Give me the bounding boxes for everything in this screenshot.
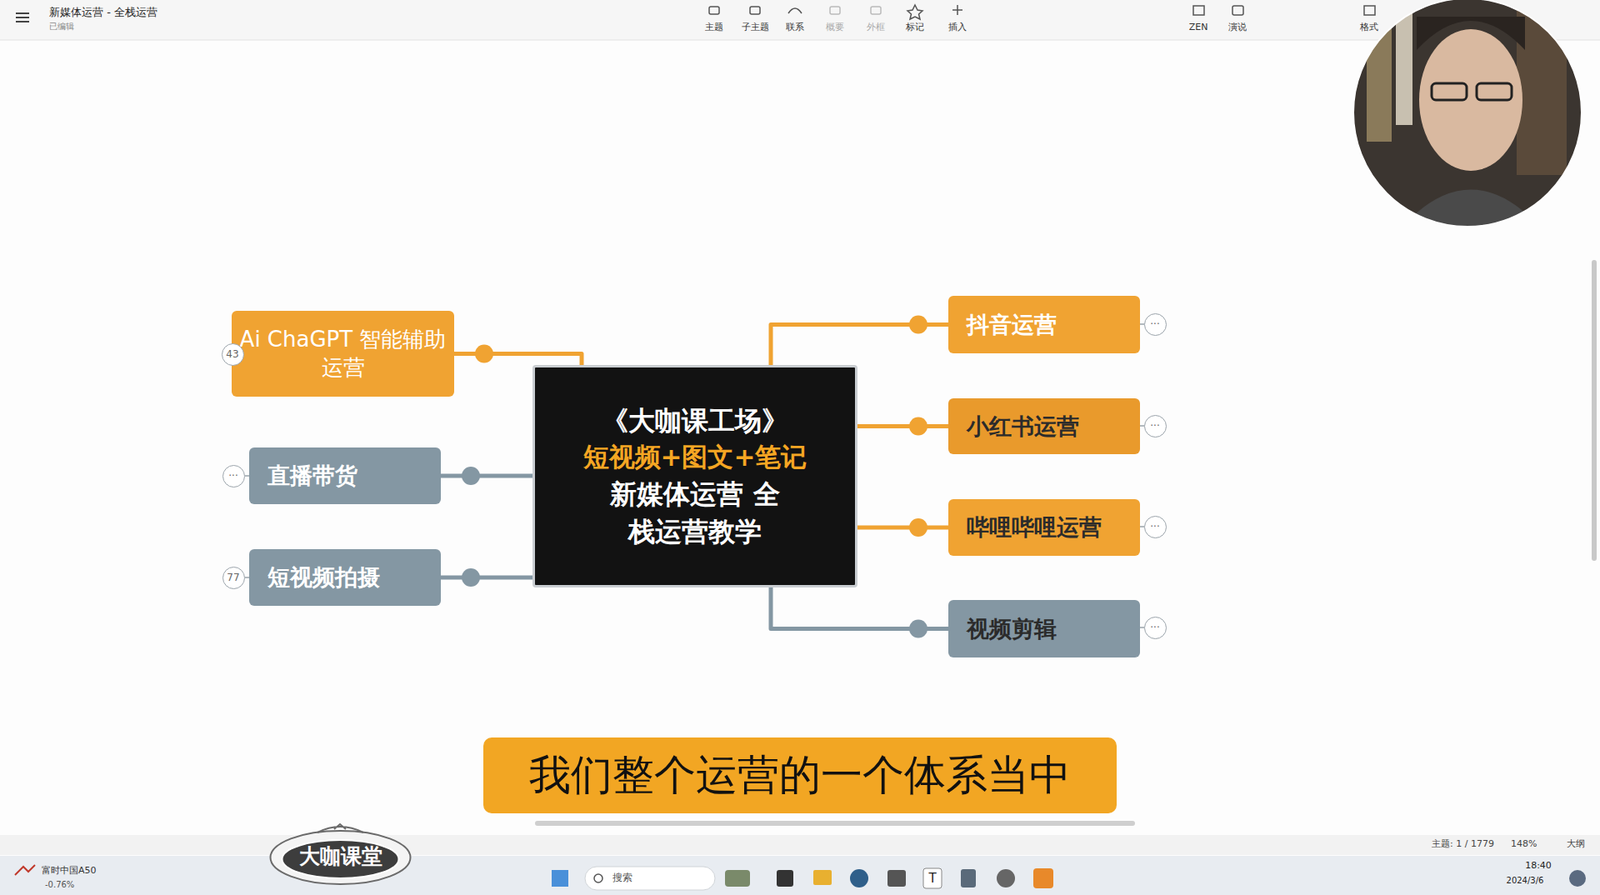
- scrollbar: [1591, 260, 1597, 561]
- collapse-marker: ···: [1144, 415, 1167, 438]
- connector-dot: [461, 466, 480, 485]
- clock-time: 18:40: [1525, 860, 1552, 871]
- toolbar-label: 插入: [948, 21, 967, 33]
- subtitle-box: 我们整个运营的一个体系当中: [483, 737, 1117, 814]
- collapse-marker: ···: [222, 465, 245, 488]
- toolbar-icons: [709, 5, 1375, 20]
- connector: [857, 525, 949, 530]
- scrollbar: [535, 820, 1135, 826]
- connector-dot: [909, 417, 928, 436]
- connector-dot: [909, 315, 928, 335]
- node-text: 大咖课堂: [299, 843, 383, 870]
- toolbar-label: 主题: [705, 21, 724, 33]
- status-text: 主题: 1 / 1779: [1431, 838, 1495, 850]
- connector: [454, 354, 582, 366]
- collapse-marker: ···: [1144, 515, 1167, 539]
- toolbar-label: 标记: [905, 21, 925, 33]
- menu-icon: [15, 13, 30, 22]
- node-text: 哔哩哔哩运营: [966, 513, 1102, 542]
- status-bar: [0, 835, 1600, 855]
- taskbar-icon-letter: T: [928, 870, 936, 886]
- node-text: 视频剪辑: [966, 615, 1057, 644]
- topic-box: 短视频拍摄: [249, 549, 441, 606]
- logo-badge: 大咖课堂: [267, 822, 414, 888]
- node-text: 直播带货: [267, 461, 358, 490]
- node-text: 短视频拍摄: [267, 563, 380, 592]
- toolbar-label: 外框: [866, 21, 885, 33]
- stock-change: -0.76%: [45, 880, 75, 890]
- topic-box: 直播带货: [249, 447, 441, 505]
- collapse-count: 43: [221, 343, 245, 366]
- connector-dot: [909, 518, 928, 537]
- title-bar: [0, 0, 1600, 40]
- topic-box: 视频剪辑: [948, 600, 1140, 658]
- connector-dot: [461, 568, 480, 587]
- node-subtext: 短视频+图文+笔记: [583, 439, 808, 475]
- stock-ticker: 富时中国A50: [41, 865, 97, 876]
- node-subtext: 新媒体运营 全栈运营教学: [599, 475, 791, 551]
- connector: [857, 424, 949, 429]
- node-text: 我们整个运营的一个体系当中: [529, 749, 1071, 802]
- collapse-marker: ···: [1144, 313, 1167, 336]
- save-state: 已编辑: [49, 21, 75, 32]
- topic-box: 抖音运营: [948, 295, 1140, 354]
- status-text: 大纲: [1566, 838, 1585, 850]
- topic-box: 哔哩哔哩运营: [948, 499, 1140, 556]
- connector: [440, 474, 533, 479]
- central-topic: 《大咖课工场》短视频+图文+笔记新媒体运营 全栈运营教学: [532, 365, 858, 588]
- toolbar-label: 概要: [825, 21, 845, 33]
- search-box-text: 搜索: [612, 871, 633, 884]
- topic-box: Ai ChaGPT 智能辅助运营: [231, 310, 455, 397]
- topic-box: 小红书运营: [948, 398, 1140, 455]
- taskbar-icons: [15, 865, 1586, 890]
- connector: [440, 575, 533, 580]
- window-title: 新媒体运营 - 全栈运营: [49, 5, 158, 20]
- status-text: 148%: [1510, 838, 1537, 850]
- title-bar-border: [0, 40, 1600, 41]
- node-text: Ai ChaGPT 智能辅助运营: [231, 325, 455, 383]
- clock-date: 2024/3/6: [1506, 875, 1545, 886]
- toolbar-label: 格式: [1360, 21, 1379, 33]
- toolbar-label: 子主题: [741, 21, 770, 33]
- connector-dot: [475, 345, 494, 364]
- collapse-count: 77: [222, 566, 245, 590]
- toolbar-label: ZEN: [1189, 21, 1209, 33]
- node-text: 《大咖课工场》: [601, 402, 789, 440]
- taskbar: [0, 855, 1600, 895]
- toolbar-label: 联系: [785, 21, 805, 33]
- toolbar-label: 演说: [1228, 21, 1247, 33]
- node-text: 小红书运营: [966, 412, 1080, 441]
- webcam-overlay: [1350, 0, 1588, 230]
- node-text: 抖音运营: [966, 310, 1057, 340]
- collapse-marker: ···: [1144, 616, 1167, 640]
- connector-dot: [909, 620, 928, 639]
